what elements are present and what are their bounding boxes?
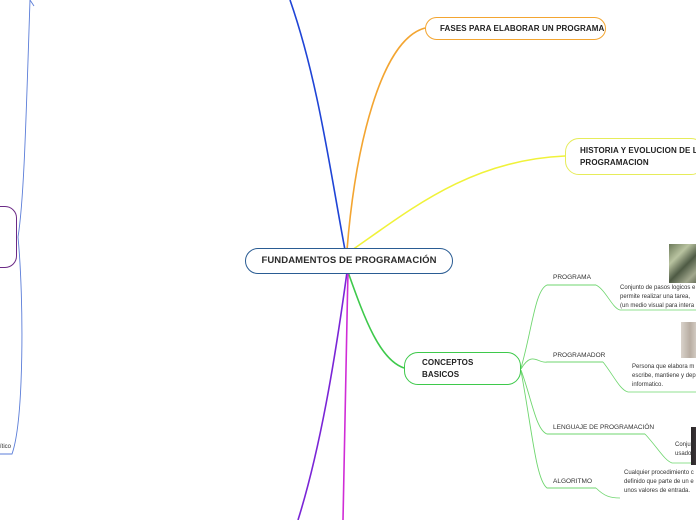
link-programador [520, 358, 603, 370]
lenguaje-description-line: Conjunt [675, 442, 696, 448]
programa-description[interactable]: Conjunto de pasos logicos e permite real… [620, 284, 695, 311]
programa-image [669, 244, 696, 283]
algoritmo-description-line: unos valores de entrada. [624, 488, 691, 494]
algoritmo-description-line: Cualquier procedimiento c [624, 470, 694, 476]
algoritmo-description[interactable]: Cualquier procedimiento c definido que p… [624, 469, 694, 496]
link-algoritmo-desc [595, 487, 621, 499]
link-bottom [342, 271, 349, 520]
programador-description-line: Persona que elabora m [632, 364, 695, 370]
algoritmo-description-line: definido que parte de un e [624, 479, 694, 485]
programa-description-line: (un medio visual para intera [620, 303, 695, 309]
programador-description-line: informatico. [632, 382, 664, 388]
link-lenguaje-desc [644, 433, 696, 464]
conceptos-label-line2: BASICOS [422, 369, 460, 379]
link-programa-desc [595, 284, 696, 311]
link-bottom-left [297, 271, 348, 520]
conceptos-node[interactable]: CONCEPTOS BASICOS [404, 352, 521, 385]
programador-image [681, 322, 696, 358]
lenguaje-description-line: usados [675, 451, 695, 457]
link-programador-desc [602, 361, 696, 393]
lenguaje-description[interactable]: Conjunt usados [675, 441, 696, 459]
link-left-top [29, 0, 35, 7]
fases-label: FASES PARA ELABORAR UN PROGRAMA [440, 23, 605, 33]
link-programa [520, 284, 596, 369]
programa-description-line: Conjunto de pasos logicos e [620, 285, 696, 291]
central-topic-node[interactable]: FUNDAMENTOS DE PROGRAMACIÓN [245, 248, 453, 274]
concept-programa[interactable]: PROGRAMA [553, 274, 591, 281]
link-historia [351, 155, 566, 251]
left-fragment-text: ítico [0, 444, 12, 450]
link-lenguaje [520, 369, 645, 435]
programa-description-line: permite realizar una tarea, [620, 294, 691, 300]
concept-algoritmo[interactable]: ALGORITMO [553, 478, 593, 485]
link-left-upper [17, 0, 31, 238]
concept-programador[interactable]: PROGRAMADOR [553, 352, 606, 359]
lenguaje-image [691, 427, 696, 465]
historia-node[interactable]: HISTORIA Y EVOLUCION DE LA PROGRAMACION [565, 138, 696, 175]
fases-node[interactable]: FASES PARA ELABORAR UN PROGRAMA [425, 17, 606, 40]
concept-lenguaje[interactable]: LENGUAJE DE PROGRAMACIÓN [553, 424, 655, 431]
link-top-left [289, 0, 346, 251]
historia-label-line1: HISTORIA Y EVOLUCION DE LA [580, 145, 696, 155]
link-fases [346, 27, 426, 251]
historia-label-line2: PROGRAMACION [580, 157, 649, 167]
programador-description-line: escribe, mantiene y dep [632, 373, 696, 379]
link-algoritmo [520, 370, 596, 489]
conceptos-label-line1: CONCEPTOS [422, 357, 474, 367]
programador-description[interactable]: Persona que elabora m escribe, mantiene … [632, 363, 696, 390]
link-conceptos [347, 271, 405, 369]
left-partial-node[interactable] [0, 206, 17, 268]
link-left-lower [0, 236, 23, 455]
central-topic-title: FUNDAMENTOS DE PROGRAMACIÓN [261, 255, 437, 266]
